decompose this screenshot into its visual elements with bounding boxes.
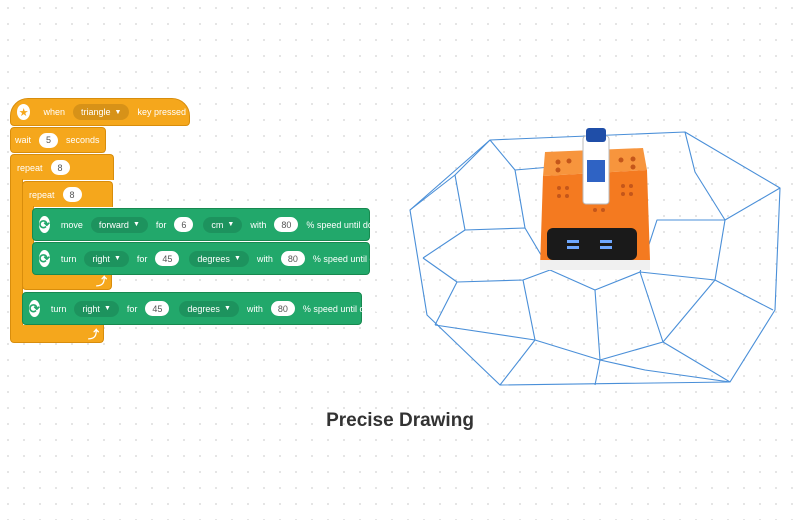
- move-distance-input[interactable]: 6: [174, 217, 194, 232]
- hat-suffix-label: key pressed: [137, 107, 186, 117]
- turn-inner-speed-input[interactable]: 80: [280, 251, 305, 266]
- triangle-down-icon: ▼: [114, 108, 122, 116]
- repeat-inner-block[interactable]: repeat 8: [22, 181, 113, 207]
- turn-inner-unit-dropdown[interactable]: degrees▼: [189, 250, 249, 267]
- hat-when-label: when: [43, 107, 65, 117]
- turn-outer-block[interactable]: ⟳ turn right▼ for 45 degrees▼ with 80 % …: [22, 292, 379, 325]
- turn-inner-direction-value: right: [92, 253, 110, 264]
- move-unit-dropdown[interactable]: cm▼: [203, 216, 243, 233]
- pattern-line: [662, 279, 716, 343]
- pattern-line: [422, 174, 466, 259]
- wait-label: wait: [15, 135, 32, 145]
- pattern-line: [639, 271, 731, 383]
- pattern-line: [499, 279, 536, 386]
- move-direction-dropdown[interactable]: forward▼: [90, 216, 148, 233]
- turn-outer-direction-value: right: [82, 303, 100, 314]
- robot: [540, 128, 650, 270]
- star-icon: ★: [17, 104, 31, 120]
- turn-outer-label: turn: [50, 303, 67, 314]
- turn-outer-angle-input[interactable]: 45: [145, 301, 170, 316]
- robot-drawing-illustration: [409, 128, 781, 386]
- caption-title: Precise Drawing: [326, 410, 474, 431]
- turn-outer-speed-input[interactable]: 80: [270, 301, 295, 316]
- triangle-down-icon: ▼: [233, 255, 241, 262]
- turn-inner-direction-dropdown[interactable]: right▼: [84, 250, 129, 267]
- turn-inner-with-label: with: [256, 253, 273, 264]
- repeat-outer-label: repeat: [17, 162, 43, 173]
- turn-inner-angle-input[interactable]: 45: [155, 251, 180, 266]
- move-block[interactable]: ⟳ move forward▼ for 6 cm▼ with 80 % spee…: [32, 208, 383, 241]
- robot-face-screen: [547, 228, 637, 260]
- pattern-line: [714, 187, 781, 281]
- move-speed-input[interactable]: 80: [274, 217, 299, 232]
- pattern-line: [639, 219, 725, 273]
- turn-inner-label: turn: [60, 253, 77, 264]
- robot-side-holes: [557, 184, 633, 212]
- pattern-line: [639, 271, 774, 311]
- rotate-icon: ⟳: [39, 250, 50, 267]
- wait-block[interactable]: wait 5 seconds: [10, 127, 106, 153]
- turn-inner-for-label: for: [136, 253, 148, 264]
- pattern-line: [684, 131, 726, 221]
- turn-outer-for-label: for: [126, 303, 138, 314]
- turn-outer-direction-dropdown[interactable]: right▼: [74, 300, 119, 317]
- move-direction-value: forward: [98, 219, 129, 230]
- pattern-line: [514, 169, 526, 229]
- repeat-inner-count[interactable]: 8: [62, 187, 82, 202]
- pattern-line: [594, 289, 664, 361]
- move-for-label: for: [155, 219, 167, 230]
- turn-inner-unit-value: degrees: [197, 253, 230, 264]
- triangle-down-icon: ▼: [227, 221, 235, 228]
- move-suffix-label: % speed until done: [306, 219, 383, 230]
- pattern-line: [534, 339, 601, 386]
- pattern-line: [456, 269, 551, 283]
- pattern-line: [422, 257, 458, 326]
- key-dropdown-value: triangle: [81, 107, 111, 117]
- wait-unit-label: seconds: [66, 135, 100, 145]
- robot-top-holes: [555, 156, 636, 173]
- move-with-label: with: [250, 219, 267, 230]
- repeat-inner-foot: [22, 272, 112, 290]
- triangle-down-icon: ▼: [223, 305, 231, 312]
- robot-eyes: [567, 240, 612, 249]
- pattern-line: [549, 269, 641, 291]
- pen-cap: [586, 128, 606, 142]
- pattern-line: [464, 227, 551, 271]
- triangle-down-icon: ▼: [103, 305, 111, 312]
- repeat-outer-block[interactable]: repeat 8: [10, 154, 114, 180]
- turn-outer-suffix-label: % speed until done: [302, 303, 380, 314]
- move-label: move: [60, 219, 83, 230]
- loop-arrow-icon: ⤴: [88, 329, 99, 341]
- pattern-line: [434, 324, 536, 341]
- turn-outer-unit-value: degrees: [187, 303, 220, 314]
- wait-seconds-input[interactable]: 5: [39, 132, 59, 148]
- rotate-icon: ⟳: [29, 300, 40, 317]
- pattern-line: [599, 359, 731, 383]
- rotate-icon: ⟳: [39, 216, 50, 233]
- turn-inner-block[interactable]: ⟳ turn right▼ for 45 degrees▼ with 80 % …: [32, 242, 389, 275]
- when-key-pressed-hat-block[interactable]: ★ when triangle▼ key pressed: [10, 98, 190, 126]
- turn-outer-unit-dropdown[interactable]: degrees▼: [179, 300, 239, 317]
- repeat-outer-foot: [10, 325, 104, 343]
- robot-base: [540, 260, 650, 270]
- repeat-outer-count[interactable]: 8: [50, 160, 70, 175]
- triangle-down-icon: ▼: [113, 255, 121, 262]
- loop-arrow-icon: ⤴: [96, 276, 107, 288]
- move-unit-value: cm: [211, 219, 224, 230]
- turn-inner-suffix-label: % speed until done: [312, 253, 390, 264]
- turn-outer-with-label: with: [246, 303, 263, 314]
- pen-label: [587, 160, 605, 182]
- pen-drawing-pattern: [409, 131, 781, 386]
- triangle-down-icon: ▼: [132, 221, 140, 228]
- repeat-inner-label: repeat: [29, 189, 55, 200]
- key-dropdown[interactable]: triangle▼: [73, 104, 130, 120]
